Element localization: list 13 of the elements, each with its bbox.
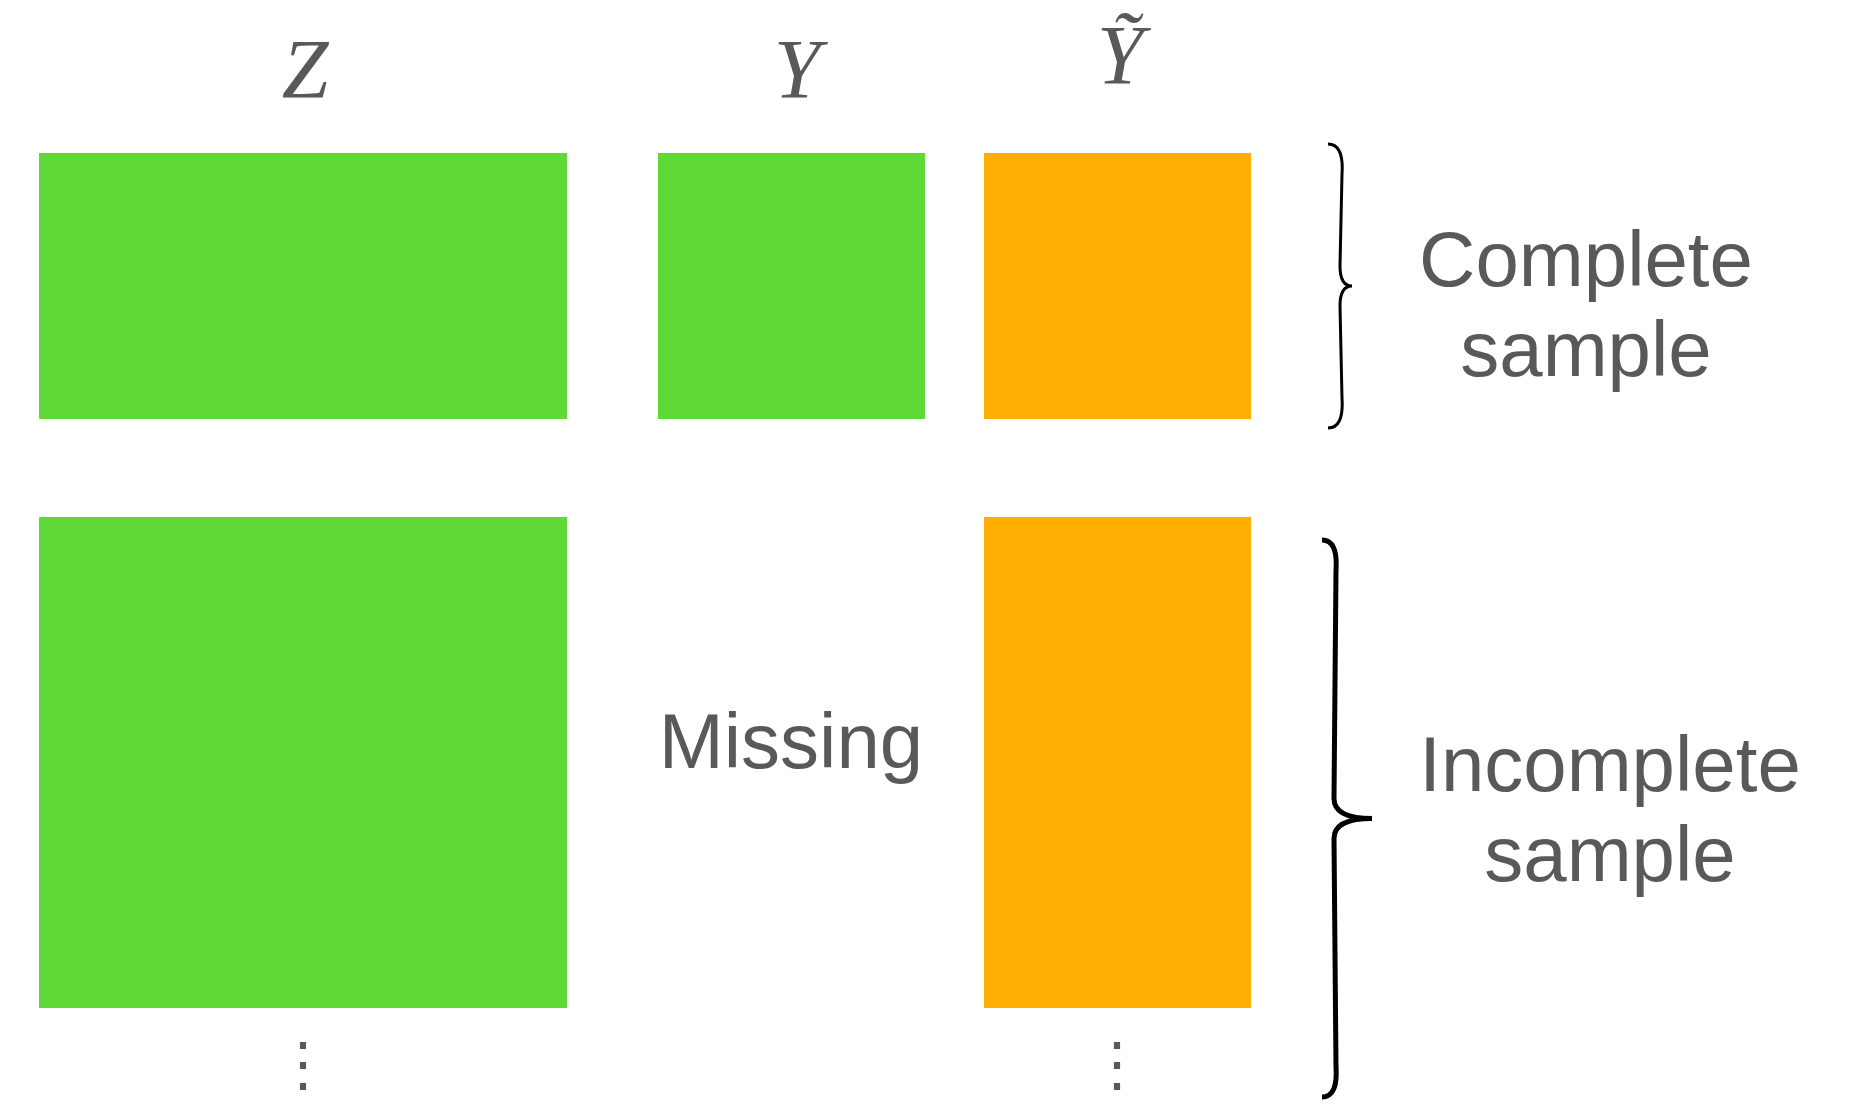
group-label: Incomplete sample: [1418, 720, 1802, 900]
ellipsis-mark: ⋮: [273, 1030, 333, 1099]
variable-label: Y: [737, 28, 857, 112]
data-block: [39, 517, 567, 1008]
ellipsis-mark: ⋮: [1087, 1030, 1147, 1099]
group-label: Complete sample: [1418, 215, 1754, 395]
variable-label: Ỹ: [1060, 14, 1180, 98]
data-block: [39, 153, 567, 419]
data-block: [658, 153, 925, 419]
data-block: [984, 153, 1251, 419]
cell-label: Missing: [657, 697, 925, 787]
data-block: [984, 517, 1251, 1008]
variable-label: Z: [280, 28, 330, 112]
